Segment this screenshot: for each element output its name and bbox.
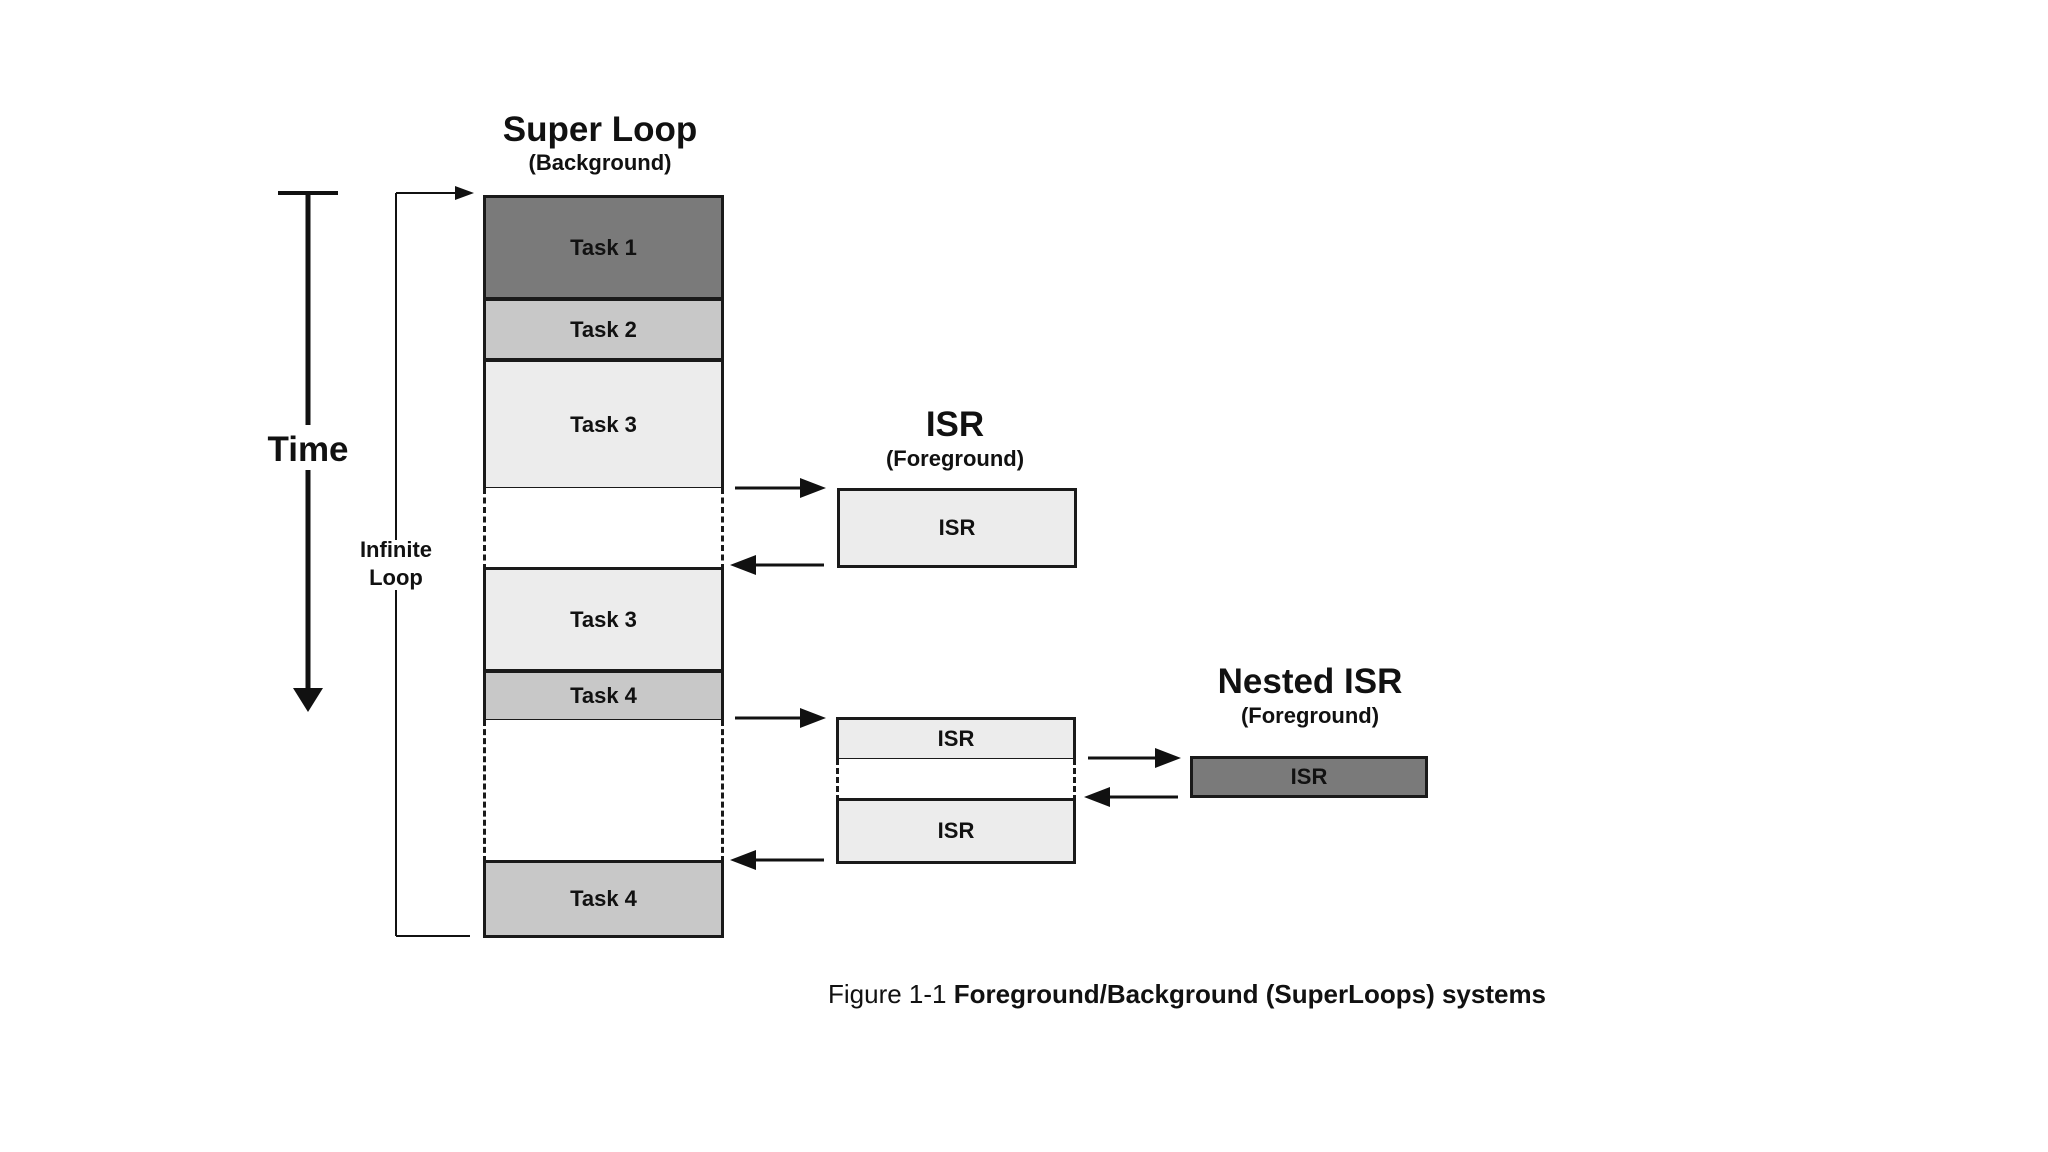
super-loop-subtitle: (Background) — [528, 150, 672, 175]
isr-subtitle: (Foreground) — [885, 446, 1025, 471]
time-label: Time — [267, 430, 349, 469]
super-loop-title: Super Loop — [502, 110, 698, 149]
isr-gap-1 — [483, 488, 724, 570]
isr2-bottom-block: ISR — [836, 798, 1076, 864]
nested-isr-gap — [836, 759, 1076, 801]
isr2-top-block: ISR — [836, 717, 1076, 761]
task-3-block: Task 3 — [483, 359, 724, 490]
task-4-block: Task 4 — [483, 670, 724, 722]
nested-isr-subtitle: (Foreground) — [1240, 703, 1380, 728]
nested-return-arrow — [1084, 787, 1178, 807]
figure-caption-title: Foreground/Background (SuperLoops) syste… — [953, 979, 1547, 1009]
isr2-entry-arrow — [735, 708, 826, 728]
isr-entry-arrow — [735, 478, 826, 498]
infinite-loop-label-line2: Loop — [369, 565, 423, 590]
task-4-resume-block: Task 4 — [483, 860, 724, 938]
nested-entry-arrow — [1088, 748, 1181, 768]
isr-return-arrow — [730, 555, 824, 575]
task-3-resume-block: Task 3 — [483, 567, 724, 672]
nested-isr-block: ISR — [1190, 756, 1428, 798]
infinite-loop-label-line1: Infinite — [359, 537, 433, 562]
task-1-block: Task 1 — [483, 195, 724, 300]
nested-isr-title: Nested ISR — [1217, 662, 1403, 701]
infinite-loop-bracket — [395, 186, 474, 937]
isr-block: ISR — [837, 488, 1077, 568]
isr2-return-arrow — [730, 850, 824, 870]
figure-caption: Figure 1-1 Foreground/Background (SuperL… — [828, 978, 1546, 1010]
figure-caption-prefix: Figure 1-1 — [828, 979, 954, 1009]
isr-title: ISR — [925, 405, 985, 444]
isr-gap-2 — [483, 720, 724, 862]
infinite-loop-label: Infinite Loop — [340, 536, 452, 592]
task-2-block: Task 2 — [483, 298, 724, 361]
time-arrow — [278, 191, 338, 712]
